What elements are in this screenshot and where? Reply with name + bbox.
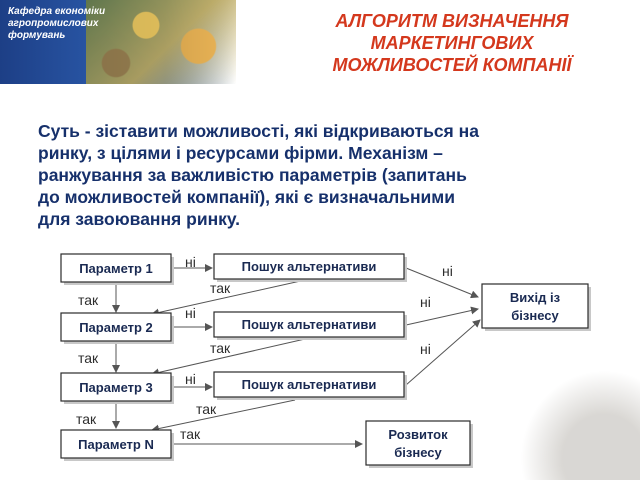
label-yes-pn: так [180,426,201,442]
label-yes-alt3: так [196,401,217,417]
exit-box: Вихід із бізнесу [481,283,591,331]
edge-alt2-p3 [151,338,306,377]
alternative-box-1: Пошук альтернативи [213,253,407,282]
banner-photo [86,0,236,84]
edge-alt1-p2 [151,279,306,317]
slide-title: АЛГОРИТМ ВИЗНАЧЕННЯ МАРКЕТИНГОВИХ МОЖЛИВ… [332,11,572,75]
param-label: Параметр 3 [79,380,153,395]
alternative-box-2: Пошук альтернативи [213,311,407,340]
label-no-alt3: ні [420,341,431,357]
alternative-label: Пошук альтернативи [242,259,377,274]
edge-labels: ні ні ні ні ні ні так так так так так та… [76,254,453,442]
intro-text: Суть - зіставити можливості, які відкрив… [38,121,479,229]
label-no-p2: ні [185,305,196,321]
param-label: Параметр 1 [79,261,153,276]
diagram-edges [112,264,481,448]
label-yes-alt2: так [210,340,231,356]
corner-photo [520,370,640,480]
header-banner: Кафедра економіки агропромислових формув… [0,0,236,84]
development-box: Розвиток бізнесу [365,420,473,468]
development-label-line1: Розвиток [388,427,448,442]
param-box-n: Параметр N [60,429,174,461]
param-box-3: Параметр 3 [60,372,174,404]
development-label-line2: бізнесу [394,445,442,460]
exit-label-line2: бізнесу [511,308,559,323]
label-no-p3: ні [185,371,196,387]
edge-alt1-exit [405,267,479,299]
param-label: Параметр N [78,437,154,452]
label-no-alt1: ні [442,263,453,279]
label-no-p1: ні [185,254,196,270]
edge-alt3-exit [405,319,481,386]
department-name: Кафедра економіки агропромислових формув… [8,6,106,41]
param-box-2: Параметр 2 [60,312,174,344]
label-yes-p3: так [76,411,97,427]
label-yes-alt1: так [210,280,231,296]
label-yes-p2: так [78,350,99,366]
label-yes-p1: так [78,292,99,308]
alternative-label: Пошук альтернативи [242,377,377,392]
label-no-alt2: ні [420,294,431,310]
exit-label-line1: Вихід із [510,290,561,305]
alternative-box-3: Пошук альтернативи [213,371,407,400]
edge-alt2-exit [405,306,479,326]
alternative-label: Пошук альтернативи [242,317,377,332]
param-box-1: Параметр 1 [60,253,174,285]
edge-alt3-pn [151,399,296,433]
param-label: Параметр 2 [79,320,153,335]
